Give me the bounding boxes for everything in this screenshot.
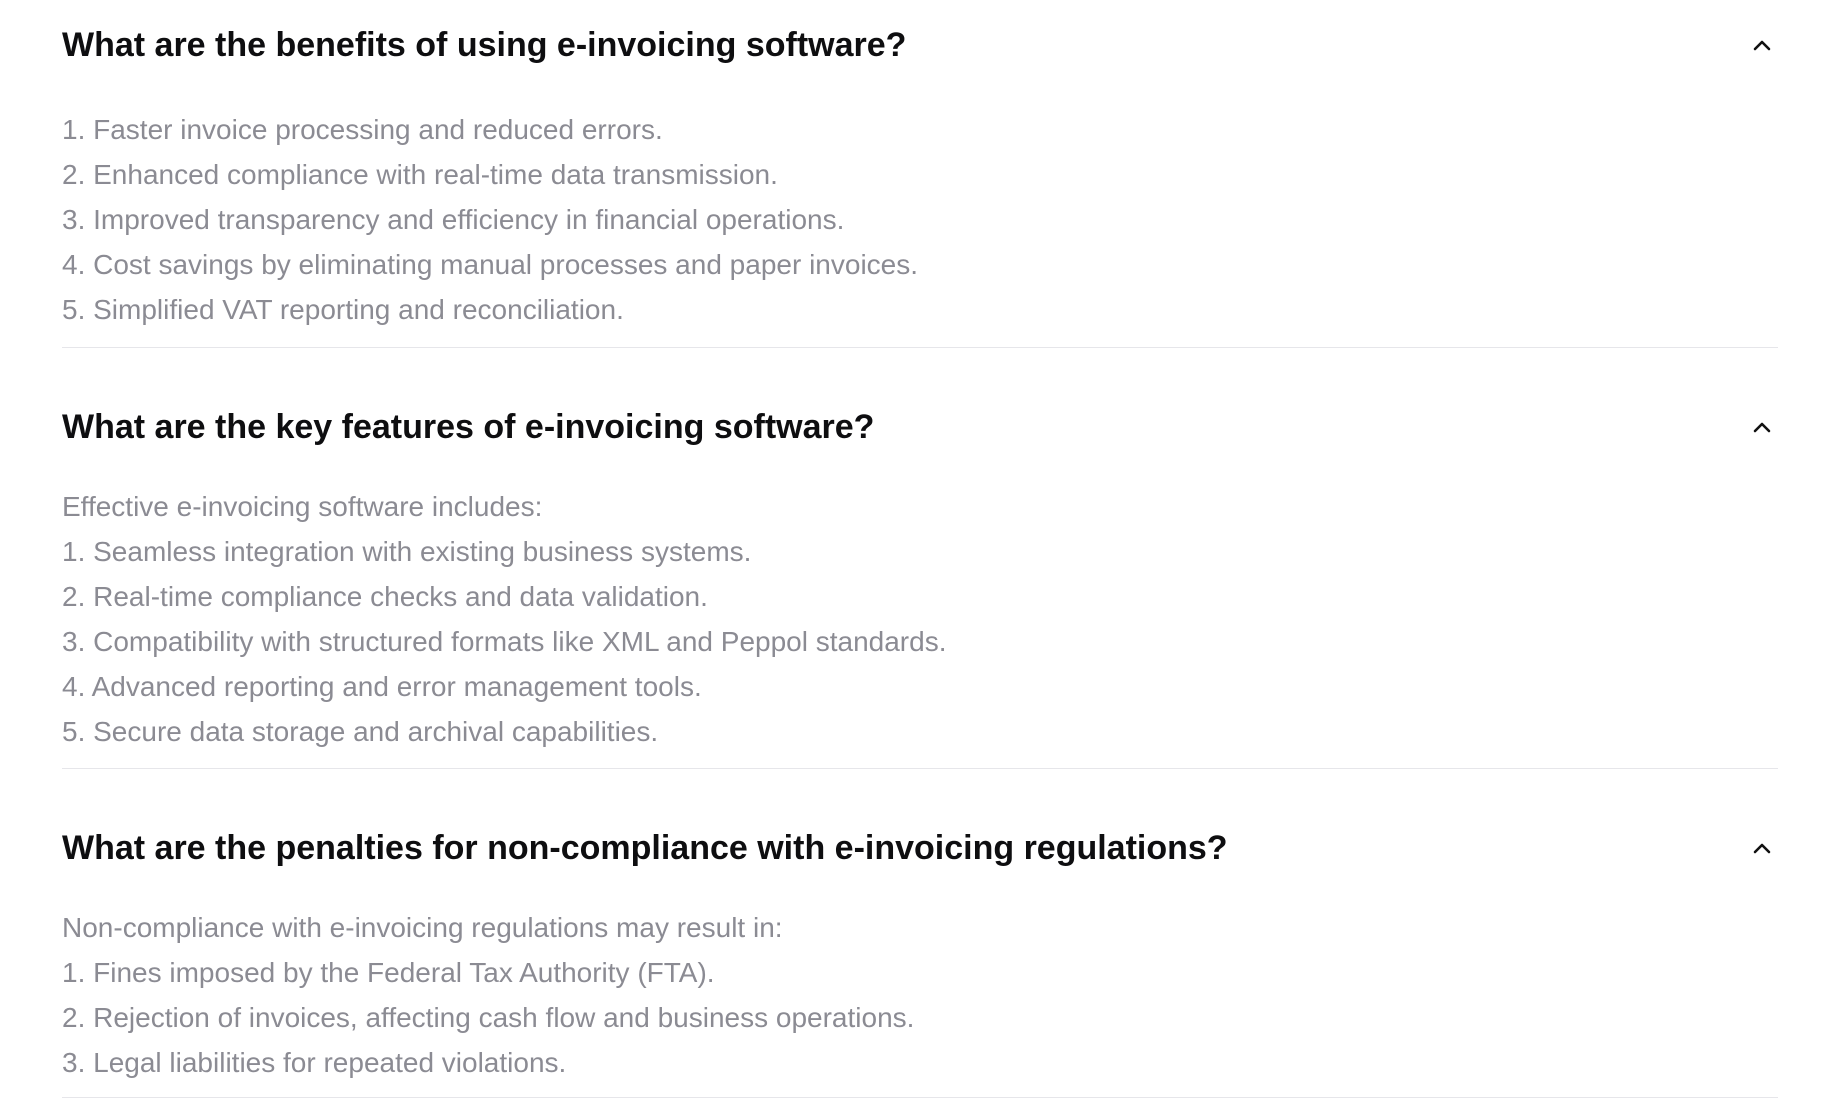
answer-line: 1. Fines imposed by the Federal Tax Auth… <box>62 957 715 988</box>
answer-line: 4. Advanced reporting and error manageme… <box>62 671 702 702</box>
answer-line: 2. Enhanced compliance with real-time da… <box>62 159 778 190</box>
faq-question-text: What are the key features of e-invoicing… <box>62 407 875 446</box>
answer-line: 2. Rejection of invoices, affecting cash… <box>62 1002 915 1033</box>
faq-question-features[interactable]: What are the key features of e-invoicing… <box>62 378 1778 476</box>
answer-line: 2. Real-time compliance checks and data … <box>62 581 708 612</box>
answer-line: 1. Seamless integration with existing bu… <box>62 536 752 567</box>
answer-line: Non-compliance with e-invoicing regulati… <box>62 912 783 943</box>
faq-item-benefits: What are the benefits of using e-invoici… <box>62 0 1778 348</box>
answer-line: Effective e-invoicing software includes: <box>62 491 543 522</box>
faq-question-benefits[interactable]: What are the benefits of using e-invoici… <box>62 0 1778 90</box>
faq-accordion: What are the benefits of using e-invoici… <box>62 0 1778 1098</box>
answer-line: 3. Legal liabilities for repeated violat… <box>62 1047 567 1078</box>
faq-answer-penalties: Non-compliance with e-invoicing regulati… <box>62 897 1778 1097</box>
faq-item-features: What are the key features of e-invoicing… <box>62 378 1778 769</box>
answer-line: 4. Cost savings by eliminating manual pr… <box>62 249 919 280</box>
answer-line: 1. Faster invoice processing and reduced… <box>62 114 663 145</box>
answer-line: 3. Improved transparency and efficiency … <box>62 204 845 235</box>
answer-line: 5. Simplified VAT reporting and reconcil… <box>62 294 624 325</box>
faq-question-penalties[interactable]: What are the penalties for non-complianc… <box>62 799 1778 897</box>
faq-question-text: What are the penalties for non-complianc… <box>62 828 1228 867</box>
answer-line: 3. Compatibility with structured formats… <box>62 626 947 657</box>
answer-line: 5. Secure data storage and archival capa… <box>62 716 659 747</box>
chevron-up-icon[interactable] <box>1750 836 1774 860</box>
chevron-up-icon[interactable] <box>1750 33 1774 57</box>
faq-answer-benefits: 1. Faster invoice processing and reduced… <box>62 90 1778 347</box>
faq-question-text: What are the benefits of using e-invoici… <box>62 25 907 64</box>
chevron-up-icon[interactable] <box>1750 415 1774 439</box>
faq-answer-features: Effective e-invoicing software includes:… <box>62 476 1778 768</box>
faq-item-penalties: What are the penalties for non-complianc… <box>62 799 1778 1098</box>
